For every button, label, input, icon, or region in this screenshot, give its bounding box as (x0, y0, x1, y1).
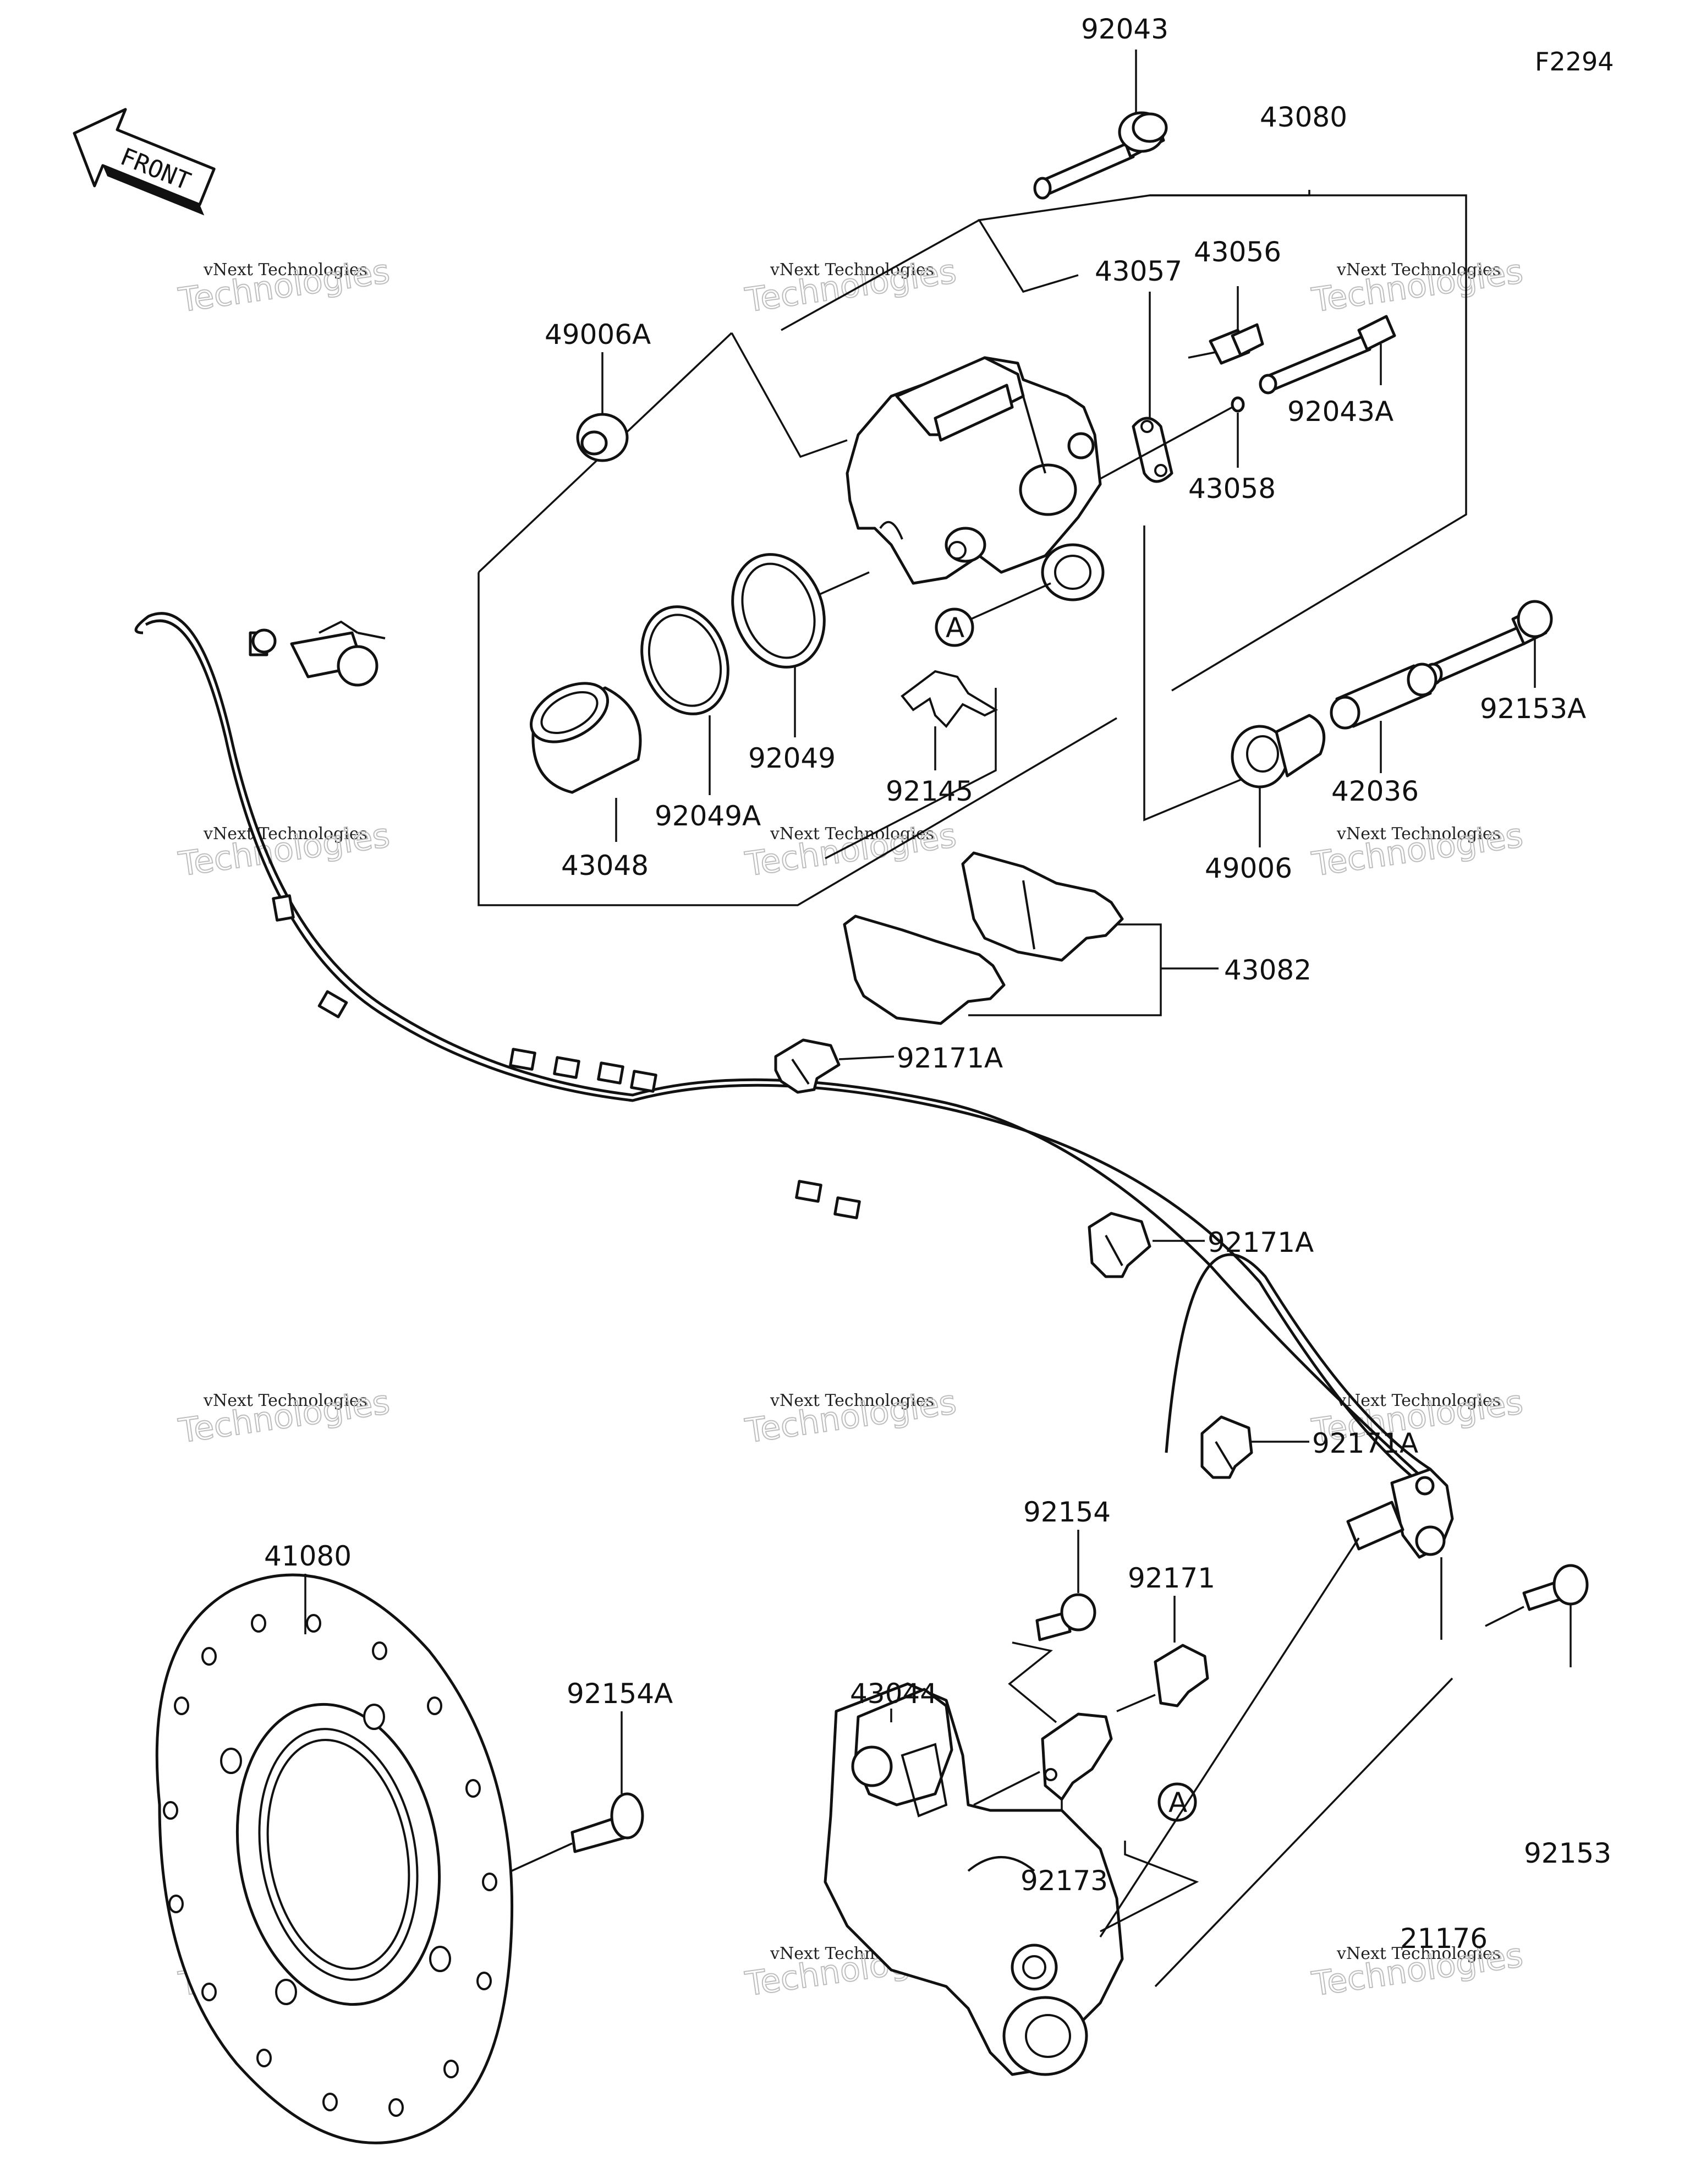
bleeder-valve-43056 (1209, 323, 1264, 365)
watermark: vNext Technologies Technologies (742, 251, 959, 320)
sensor-connector (251, 620, 386, 687)
watermark: vNext Technologies Technologies (175, 815, 392, 884)
clamp-92171 (1154, 1644, 1209, 1707)
watermark: vNext Technologies Technologies (175, 251, 392, 320)
callout-a-lower: A (1157, 1782, 1197, 1822)
sleeve-42036 (1330, 663, 1437, 730)
seal-92049 (731, 553, 826, 669)
part-label: 92171A (897, 1042, 1003, 1074)
part-label: 92173 (1020, 1865, 1108, 1897)
watermark: vNext Technologies Technologies (1309, 251, 1526, 320)
part-label: 43044 (850, 1678, 937, 1710)
part-label: 49006A (545, 319, 651, 351)
part-label: 92154A (567, 1678, 673, 1710)
clamp-92171a-2 (1088, 1212, 1151, 1278)
svg-text:vNext Technologies: vNext Technologies (770, 1391, 934, 1410)
bolt-92043 (1033, 111, 1168, 200)
abs-sensor-cable (134, 612, 1431, 1481)
watermark: vNext Technologies Technologies (175, 1382, 392, 1451)
bracket-92173 (1041, 1712, 1113, 1801)
part-label: 49006 (1205, 852, 1292, 884)
part-label: 43058 (1188, 473, 1276, 505)
part-label: 41080 (264, 1540, 352, 1572)
svg-text:vNext Technologies: vNext Technologies (1336, 260, 1501, 280)
part-label: 92043A (1287, 396, 1393, 428)
bolt-92154 (1035, 1593, 1096, 1641)
watermark: vNext Technologies Technologies (742, 1382, 959, 1451)
part-label: 42036 (1331, 775, 1419, 807)
part-label: 92171A (1208, 1227, 1314, 1258)
clamp-92171a-3 (1200, 1415, 1253, 1479)
bolt-92154a (570, 1792, 644, 1853)
bolt-92153a (1423, 600, 1553, 686)
abs-sensor-21176 (1346, 1468, 1454, 1559)
part-label: 43080 (1260, 101, 1347, 133)
front-arrow-icon: FRONT (73, 108, 216, 216)
part-label: 92049A (655, 800, 761, 832)
part-label: 92153 (1524, 1837, 1611, 1869)
svg-text:vNext Technologies: vNext Technologies (1336, 824, 1501, 844)
part-label: 43082 (1224, 954, 1312, 986)
callout-a-upper: A (935, 607, 974, 647)
dust-cap-49006a (576, 413, 629, 462)
boot-49006 (1231, 714, 1326, 789)
watermark: vNext Technologies Technologies (1309, 815, 1526, 884)
washer-43058 (1231, 396, 1245, 413)
svg-text:vNext Technologies: vNext Technologies (1336, 1391, 1501, 1410)
brake-disc-41080 (155, 1573, 514, 2144)
seal-92049a (640, 605, 729, 715)
part-label: 92043 (1081, 13, 1168, 45)
svg-text:A: A (946, 612, 964, 644)
caliper-body (846, 356, 1105, 601)
part-label: 92171 (1128, 1562, 1215, 1594)
clamp-92171a-1 (774, 1038, 841, 1094)
svg-text:vNext Technologies: vNext Technologies (1336, 1944, 1501, 1963)
svg-text:vNext Technologies: vNext Technologies (203, 824, 367, 844)
svg-text:vNext Technologies: vNext Technologies (203, 1391, 367, 1410)
piston-43048 (529, 682, 642, 794)
part-label: 92049 (748, 742, 836, 774)
pin-92043a (1259, 315, 1396, 395)
brake-pads-43082 (843, 851, 1124, 1025)
svg-text:vNext Technologies: vNext Technologies (770, 260, 934, 280)
part-label: 92171A (1312, 1427, 1418, 1459)
svg-text:A: A (1168, 1787, 1187, 1819)
diagram-code: F2294 (1535, 47, 1614, 76)
bolt-92153 (1522, 1564, 1589, 1611)
part-label: 43048 (561, 850, 649, 882)
svg-text:vNext Technologies: vNext Technologies (203, 260, 367, 280)
part-label: 21176 (1400, 1923, 1488, 1955)
part-label: 43057 (1095, 255, 1182, 287)
part-label: 43056 (1194, 236, 1281, 268)
part-labels: 92043 43080 43057 43056 49006A 92043A 43… (264, 13, 1611, 1955)
caliper-bracket-43044 (824, 1682, 1124, 2076)
part-label: 92145 (886, 775, 973, 807)
pad-spring-92145 (901, 670, 998, 729)
part-label: 92153A (1480, 693, 1586, 725)
part-label: 92154 (1023, 1496, 1111, 1528)
